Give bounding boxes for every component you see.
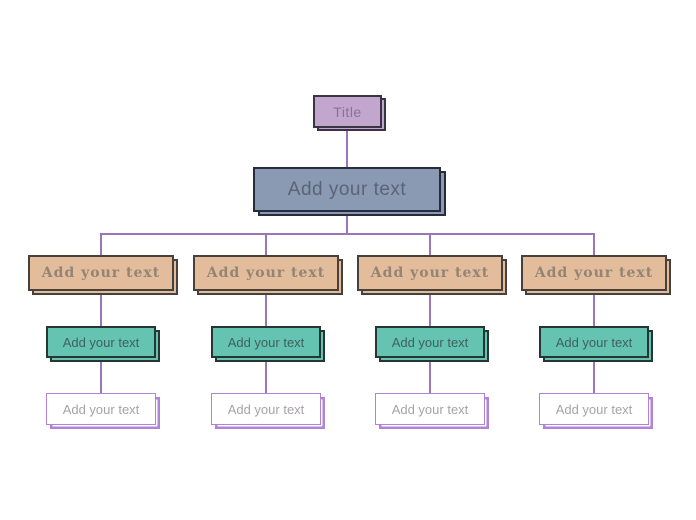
connector-branch2-level3 bbox=[265, 358, 267, 393]
branch4-level2-node[interactable]: Add your text bbox=[539, 326, 649, 358]
connector-branch3-level2 bbox=[429, 291, 431, 326]
branch3-level1-node[interactable]: Add your text bbox=[357, 255, 503, 291]
connector-bus bbox=[100, 233, 595, 235]
branch1-level1-node[interactable]: Add your text bbox=[28, 255, 174, 291]
branch2-level2-node[interactable]: Add your text bbox=[211, 326, 321, 358]
connector-branch1-level2 bbox=[100, 291, 102, 326]
connector-bus-branch2 bbox=[265, 233, 267, 255]
connector-branch4-level3 bbox=[593, 358, 595, 393]
connector-bus-branch4 bbox=[593, 233, 595, 255]
branch1-level2-node[interactable]: Add your text bbox=[46, 326, 156, 358]
connector-bus-branch3 bbox=[429, 233, 431, 255]
branch4-level1-node[interactable]: Add your text bbox=[521, 255, 667, 291]
branch2-level3-node[interactable]: Add your text bbox=[211, 393, 321, 425]
connector-root-bus bbox=[346, 212, 348, 233]
connector-bus-branch1 bbox=[100, 233, 102, 255]
connector-branch4-level2 bbox=[593, 291, 595, 326]
connector-branch2-level2 bbox=[265, 291, 267, 326]
root-node[interactable]: Add your text bbox=[253, 167, 441, 212]
connector-title-root bbox=[346, 128, 348, 167]
connector-branch3-level3 bbox=[429, 358, 431, 393]
branch3-level2-node[interactable]: Add your text bbox=[375, 326, 485, 358]
branch2-level1-node[interactable]: Add your text bbox=[193, 255, 339, 291]
branch4-level3-node[interactable]: Add your text bbox=[539, 393, 649, 425]
branch3-level3-node[interactable]: Add your text bbox=[375, 393, 485, 425]
title-node[interactable]: Title bbox=[313, 95, 382, 128]
branch1-level3-node[interactable]: Add your text bbox=[46, 393, 156, 425]
connector-branch1-level3 bbox=[100, 358, 102, 393]
